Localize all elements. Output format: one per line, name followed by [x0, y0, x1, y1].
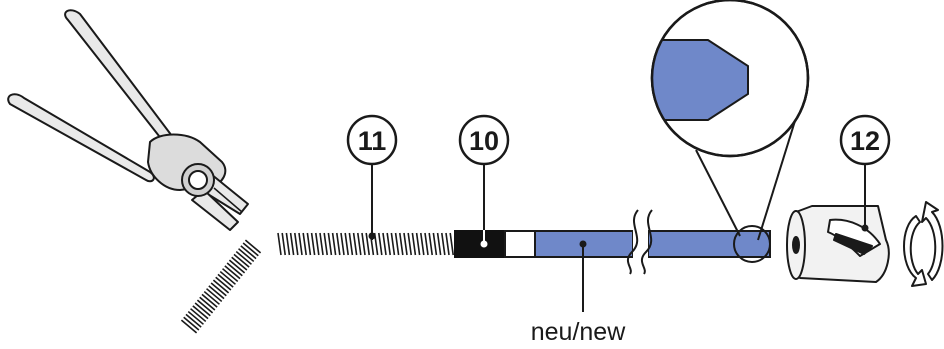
break-mark [627, 209, 653, 275]
cut-spring-coil [226, 262, 243, 277]
spring-coil [336, 232, 341, 256]
side-cutter-pliers-icon [7, 9, 249, 231]
spring-coil [382, 232, 387, 256]
cut-spring-coil [210, 282, 227, 297]
spring-coil [277, 232, 282, 256]
cut-spring-coil [201, 293, 218, 308]
cut-spring-coil [180, 319, 198, 334]
spring-coil [424, 232, 429, 256]
spring-coil [415, 232, 421, 256]
callout-12: 12 [839, 114, 891, 232]
cut-spring-coil [238, 248, 255, 263]
callout-12-label: 12 [850, 126, 880, 156]
spring-coil [327, 232, 333, 256]
cut-spring-coil [199, 296, 216, 311]
cut-spring-coil [196, 299, 214, 314]
spring-coil [441, 232, 446, 256]
callout-10-label: 10 [469, 126, 499, 156]
cut-spring-coil [228, 259, 246, 274]
caption-leader [579, 240, 587, 312]
cut-spring-piece-icon [180, 239, 262, 334]
cut-spring-coil [212, 279, 230, 294]
spring-coil [281, 232, 286, 256]
cut-spring-coil [194, 302, 211, 317]
sharpener-icon [786, 205, 890, 283]
spring-coil [319, 232, 324, 256]
magnifier-circle-icon [650, 0, 810, 263]
spring-coil [399, 232, 404, 256]
spring-coil [323, 232, 328, 256]
cut-spring-coil [206, 288, 223, 303]
spring-coil [344, 232, 349, 256]
spring-coil [348, 232, 354, 256]
spring-coil [361, 232, 366, 256]
cut-spring-coil [192, 305, 209, 320]
spring-coil [365, 232, 370, 256]
black-sleeve [454, 230, 506, 258]
callout-10: 10 [458, 114, 510, 248]
spring-coil [394, 232, 400, 256]
spring-coil [445, 232, 450, 256]
spring-coil [411, 232, 417, 256]
spring-coil [315, 232, 320, 256]
white-collar [504, 230, 536, 258]
spring-coil [449, 232, 454, 256]
spring-coil [298, 232, 303, 256]
cut-spring-coil [208, 285, 225, 300]
cut-spring-coil [240, 245, 257, 260]
cut-spring-coil [233, 253, 250, 268]
cut-spring-coil [215, 276, 232, 291]
blue-tube-right [647, 230, 771, 258]
new-part-caption: neu/new [531, 318, 626, 346]
spring-coil [294, 232, 299, 256]
spring-coil [390, 232, 396, 256]
cut-spring-coil [222, 268, 239, 283]
cut-spring-coil [224, 265, 241, 280]
spring-coil [432, 232, 438, 256]
cut-spring-coil [231, 256, 248, 271]
cut-spring-coil [185, 313, 202, 328]
spring-coil [436, 232, 442, 256]
spring-coil [428, 232, 433, 256]
spring-coil [378, 232, 383, 256]
callout-11-label: 11 [358, 126, 387, 156]
spring-coil [340, 232, 345, 256]
rotate-arrows-icon [903, 201, 944, 287]
callout-11: 11 [346, 114, 398, 240]
spring-coil [289, 232, 295, 256]
cut-spring-coil [217, 273, 234, 288]
cut-spring-coil [242, 242, 259, 257]
spring-coil [386, 232, 391, 256]
spring-coil [285, 232, 291, 256]
cut-spring-coil [219, 270, 236, 285]
spring-coil [352, 232, 358, 256]
spring-coil [420, 232, 425, 256]
cut-spring-coil [183, 316, 200, 331]
cut-spring-coil [203, 290, 220, 305]
spring-coil [310, 232, 316, 256]
spring-coil [302, 232, 307, 256]
spring-icon [277, 232, 454, 256]
spring-coil [357, 232, 362, 256]
cut-spring-coil [244, 239, 262, 254]
spring-coil [306, 232, 312, 256]
spring-coil [331, 232, 337, 256]
cut-spring-coil [187, 310, 204, 325]
cut-spring-coil [190, 308, 207, 323]
cut-spring-coil [235, 250, 252, 265]
spring-coil [407, 232, 412, 256]
spring-coil [403, 232, 408, 256]
